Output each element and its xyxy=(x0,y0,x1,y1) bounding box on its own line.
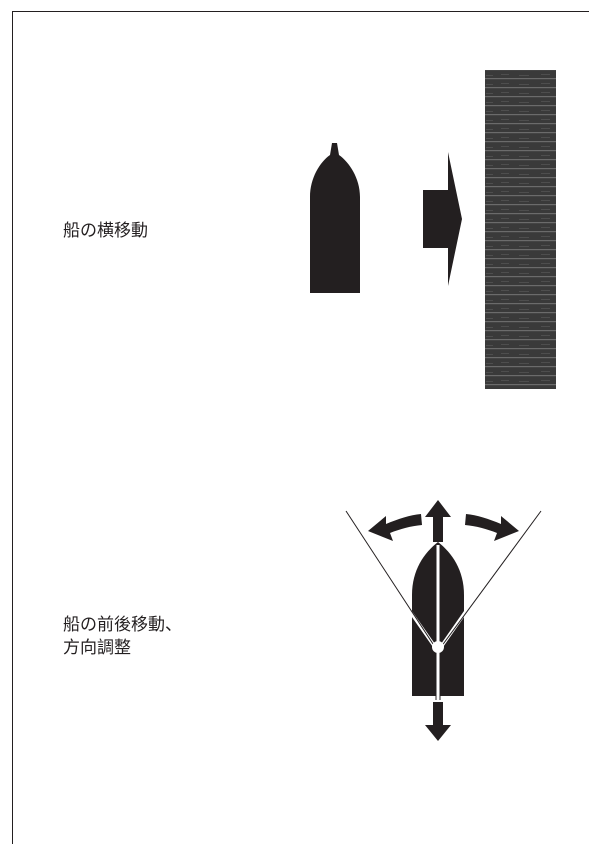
steering-angle-lines-thin xyxy=(345,510,542,700)
push-arrow-icon xyxy=(423,152,462,286)
caption-lateral-move: 船の横移動 xyxy=(63,221,148,241)
frame-left-border xyxy=(12,11,13,844)
caption-forward-backward: 船の前後移動、 方向調整 xyxy=(63,614,182,660)
arrow-curved-right-icon xyxy=(465,514,519,541)
arrow-curved-left-icon xyxy=(368,514,422,541)
caption-forward-backward-line2: 方向調整 xyxy=(63,638,131,658)
pivot-point xyxy=(432,641,444,653)
caption-forward-backward-line1: 船の前後移動、 xyxy=(63,615,182,635)
frame-top-border xyxy=(12,11,589,12)
pier-wall xyxy=(485,70,556,389)
arrow-down-icon xyxy=(425,702,451,741)
steering-angle-lines xyxy=(396,545,480,700)
arrow-up-icon xyxy=(425,500,451,542)
boat-lateral xyxy=(310,143,360,293)
